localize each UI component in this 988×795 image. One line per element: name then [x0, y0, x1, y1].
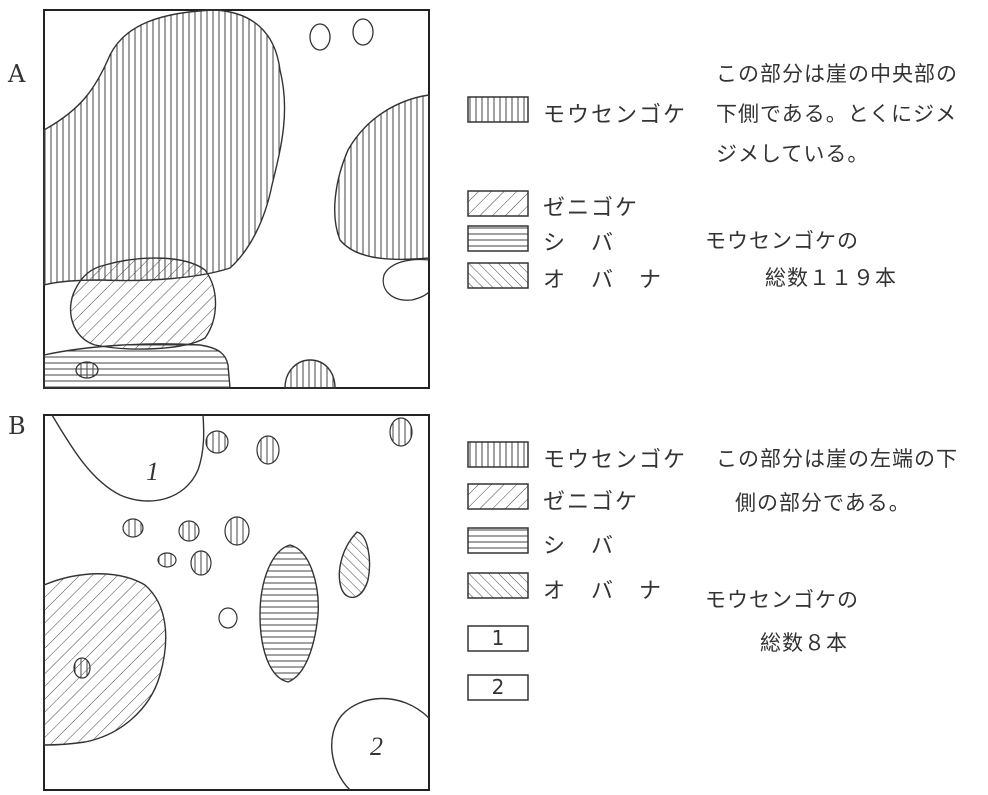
panel-b-shiba-region	[259, 544, 319, 683]
panel-b-moss-patch	[178, 520, 200, 542]
panel-a-legend-swatch-shiba	[467, 225, 529, 252]
panel-a-empty-region	[382, 258, 430, 301]
panel-b-legend-swatch-moss	[467, 441, 529, 468]
panel-b-moss-patch	[256, 435, 280, 465]
panel-b-legend-label: シ バ	[543, 534, 616, 559]
panel-b-count: 総数８本	[760, 631, 848, 655]
panel-a-legend-swatch-obana	[467, 262, 529, 289]
panel-a-legend-label: モウセンゴケ	[543, 103, 688, 128]
panel-a-count-caption: モウセンゴケの	[705, 229, 859, 253]
panel-b-count-caption: モウセンゴケの	[705, 588, 859, 612]
panel-b-zone-2	[331, 697, 430, 791]
panel-b-legend-swatch-zenigoke	[467, 483, 529, 510]
panel-b-small-patch	[73, 657, 91, 679]
panel-b-legend-swatch-zone-1	[467, 625, 529, 652]
panel-a-count: 総数１１９本	[765, 266, 897, 290]
panel-a-empty-circle	[352, 18, 374, 46]
panel-b-legend-swatch-zone-2	[467, 674, 529, 701]
panel-b-empty-circle	[218, 607, 238, 629]
panel-a-note-line: ジメしている。	[716, 142, 870, 166]
panel-a-note-line: 下側である。とくにジメ	[716, 102, 958, 126]
panel-b-obana-region	[338, 531, 371, 599]
panel-b-moss-patch	[389, 417, 413, 447]
panel-b-legend-box-label: 1	[491, 626, 505, 650]
panel-b-zone-1	[51, 414, 205, 502]
panel-b-moss-patch	[190, 550, 212, 576]
panel-b-legend-label: ゼニゴケ	[543, 490, 640, 515]
panel-a-moss-dome	[284, 359, 336, 389]
panel-a-legend-swatch-moss	[467, 96, 529, 123]
panel-a-small-moss-patch	[75, 361, 99, 379]
panel-b-note-line: 側の部分である。	[735, 491, 911, 515]
panel-b-zenigoke-region	[43, 573, 167, 746]
panel-b-moss-patch	[224, 516, 250, 546]
panel-b-legend-label: モウセンゴケ	[543, 448, 688, 473]
panel-a-note-line: この部分は崖の中央部の	[716, 62, 958, 86]
panel-b-zone-label-2: 2	[370, 732, 383, 761]
panel-a-legend-label: ゼニゴケ	[543, 196, 640, 221]
panel-b-legend-label: オ バ ナ	[543, 579, 664, 604]
panel-a-empty-circle	[309, 23, 331, 51]
panel-a-map	[43, 9, 430, 389]
panel-b-legend-box-label: 2	[491, 675, 505, 699]
panel-a-zenigoke-region	[69, 257, 217, 350]
panel-a-legend-label: シ バ	[543, 231, 616, 256]
panel-b-zone-label-1: 1	[146, 457, 159, 486]
panel-b-legend-swatch-obana	[467, 572, 529, 599]
panel-b-label: B	[8, 412, 26, 440]
panel-b-moss-patch	[205, 430, 229, 454]
panel-a-moss-region	[43, 9, 286, 286]
panel-a-legend-swatch-zenigoke	[467, 190, 529, 217]
panel-b-legend-swatch-shiba	[467, 527, 529, 554]
panel-b-note-line: この部分は崖の左端の下	[716, 447, 958, 471]
panel-b-map: 1 2	[43, 414, 430, 791]
panel-b-moss-patch	[122, 518, 144, 538]
panel-b-moss-patch	[157, 552, 177, 568]
panel-a-label: A	[8, 60, 26, 88]
panel-a-legend-label: オ バ ナ	[543, 268, 664, 293]
panel-a-shiba-region	[43, 343, 231, 389]
panel-a-moss-region-right	[334, 94, 430, 261]
